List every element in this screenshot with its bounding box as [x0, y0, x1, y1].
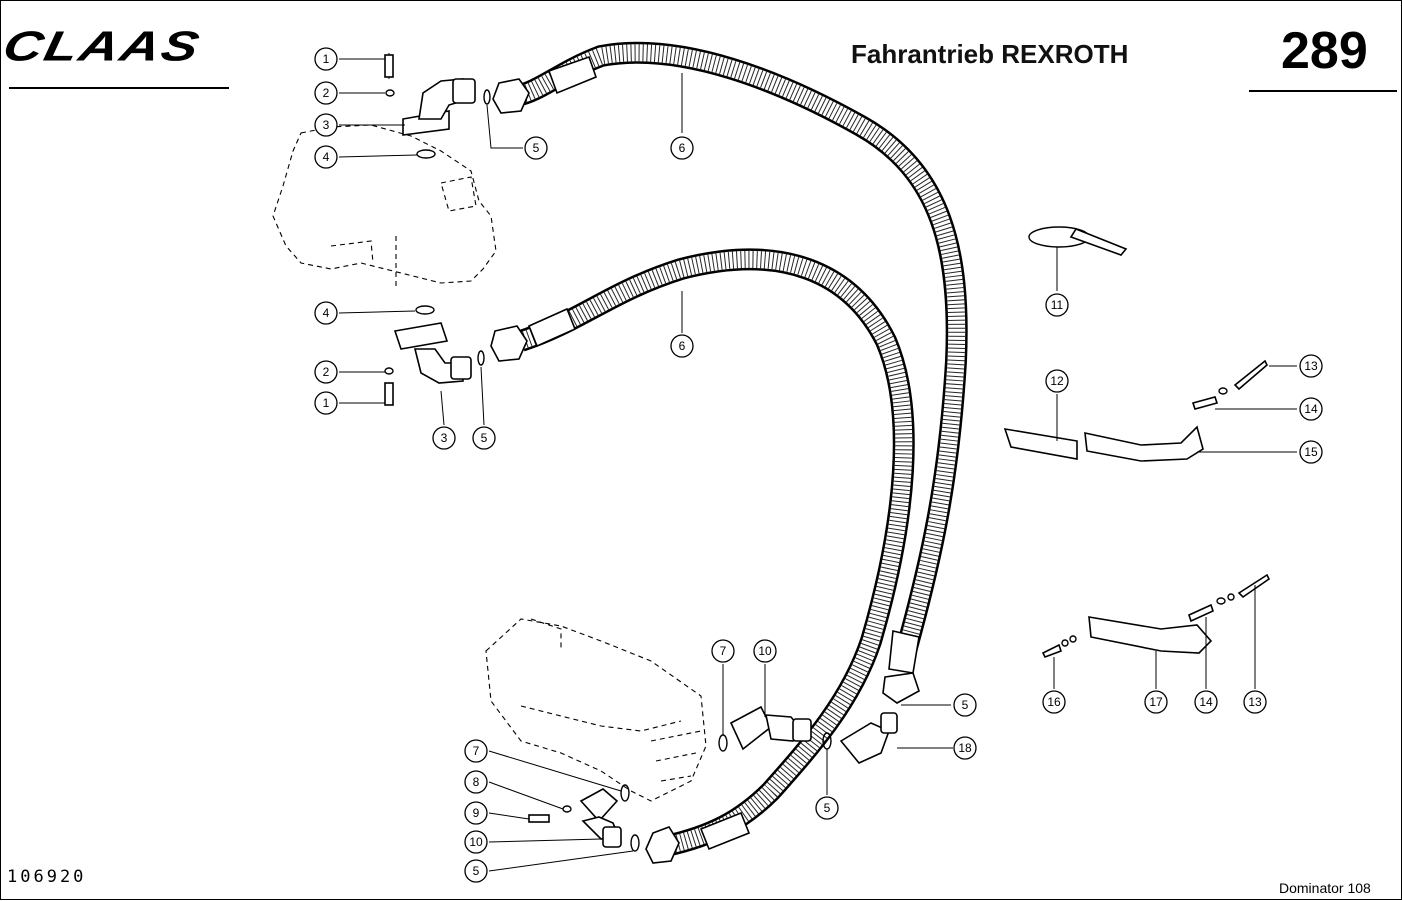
svg-text:5: 5 — [481, 431, 488, 445]
svg-text:6: 6 — [679, 339, 686, 353]
logo-underline — [9, 87, 229, 89]
svg-text:17: 17 — [1149, 695, 1163, 709]
svg-text:15: 15 — [1304, 445, 1318, 459]
callout-18: 18 — [953, 736, 977, 760]
svg-text:3: 3 — [323, 118, 330, 132]
hose-fittings — [490, 55, 920, 864]
callout-17: 17 — [1144, 690, 1168, 714]
callout-10: 10 — [464, 830, 488, 854]
drawing-number: 106920 — [7, 867, 87, 887]
callout-14: 14 — [1194, 690, 1218, 714]
hose-6-upper — [513, 41, 968, 654]
callout-2: 2 — [314, 81, 338, 105]
callout-7: 7 — [464, 739, 488, 763]
callout-8: 8 — [464, 770, 488, 794]
callout-5: 5 — [472, 426, 496, 450]
callout-5: 5 — [464, 859, 488, 883]
page-title: Fahrantrieb REXROTH — [851, 39, 1129, 69]
svg-text:3: 3 — [441, 431, 448, 445]
model-name: Dominator 108 — [1279, 880, 1371, 896]
hose-6-lower — [517, 248, 915, 857]
svg-text:7: 7 — [720, 644, 727, 658]
callout-4: 4 — [314, 145, 338, 169]
page-number-underline — [1249, 90, 1397, 92]
callout-14: 14 — [1299, 397, 1323, 421]
svg-text:5: 5 — [962, 698, 969, 712]
leader-lines — [338, 58, 1297, 872]
svg-text:12: 12 — [1050, 374, 1064, 388]
svg-text:9: 9 — [473, 806, 480, 820]
svg-text:13: 13 — [1248, 695, 1262, 709]
svg-text:1: 1 — [323, 52, 330, 66]
callout-6: 6 — [670, 334, 694, 358]
svg-text:2: 2 — [323, 86, 330, 100]
svg-text:18: 18 — [958, 741, 972, 755]
svg-text:1: 1 — [323, 396, 330, 410]
svg-text:4: 4 — [323, 150, 330, 164]
svg-text:5: 5 — [824, 801, 831, 815]
svg-text:11: 11 — [1051, 298, 1064, 312]
elbow-fitting-upper — [384, 53, 491, 159]
hose-clamp — [1028, 226, 1128, 256]
callout-12: 12 — [1045, 369, 1069, 393]
pump-outline — [272, 124, 497, 286]
svg-text:8: 8 — [473, 775, 480, 789]
callout-10: 10 — [753, 639, 777, 663]
svg-text:14: 14 — [1304, 402, 1318, 416]
motor-outline — [485, 618, 707, 802]
svg-text:5: 5 — [473, 864, 480, 878]
callout-3: 3 — [314, 113, 338, 137]
callout-9: 9 — [464, 801, 488, 825]
callout-15: 15 — [1299, 440, 1323, 464]
callout-3: 3 — [432, 426, 456, 450]
svg-text:5: 5 — [533, 141, 540, 155]
callout-13: 13 — [1299, 354, 1323, 378]
callout-1: 1 — [314, 391, 338, 415]
svg-text:6: 6 — [679, 141, 686, 155]
bracket-upper — [1003, 359, 1268, 462]
svg-text:2: 2 — [323, 365, 330, 379]
callout-16: 16 — [1042, 690, 1066, 714]
svg-text:4: 4 — [323, 306, 330, 320]
callout-11: 11 — [1045, 293, 1069, 317]
svg-text:10: 10 — [469, 835, 483, 849]
flange-fitting-lower-left — [528, 784, 640, 852]
bracket-lower — [1041, 573, 1271, 659]
page-number: 289 — [1281, 22, 1368, 80]
callout-5: 5 — [524, 136, 548, 160]
callout-4: 4 — [314, 301, 338, 325]
callout-7: 7 — [711, 639, 735, 663]
svg-text:10: 10 — [758, 644, 772, 658]
callout-2: 2 — [314, 360, 338, 384]
svg-text:16: 16 — [1047, 695, 1061, 709]
flange-fitting-lower-right — [718, 705, 898, 764]
callout-5: 5 — [953, 693, 977, 717]
callout-13: 13 — [1243, 690, 1267, 714]
svg-text:13: 13 — [1304, 359, 1318, 373]
svg-text:7: 7 — [473, 744, 480, 758]
callout-6: 6 — [670, 136, 694, 160]
callout-1: 1 — [314, 47, 338, 71]
elbow-fitting-middle — [384, 305, 485, 406]
callout-5: 5 — [815, 796, 839, 820]
svg-text:14: 14 — [1199, 695, 1213, 709]
